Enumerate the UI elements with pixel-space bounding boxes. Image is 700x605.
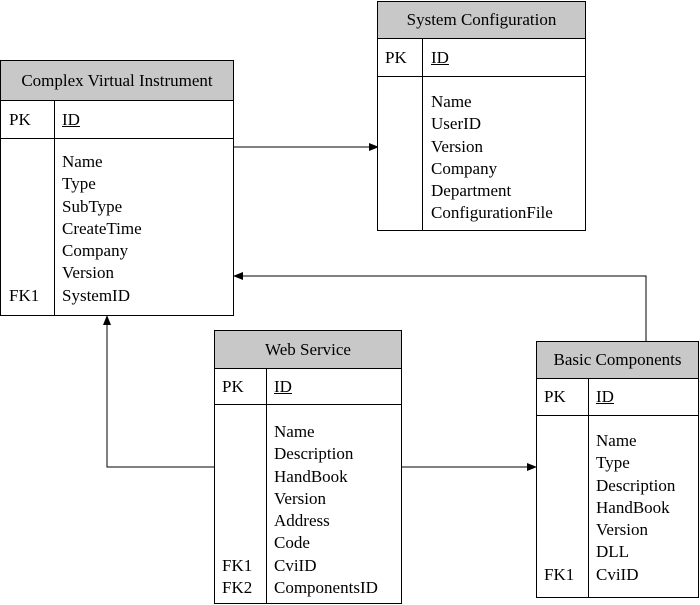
field-subtype: SubType: [62, 196, 123, 216]
entity-web-service: Web Service PK ID FK1 FK2 Name Descripti…: [214, 330, 402, 604]
key-label: [544, 475, 574, 497]
field-column: Name Type SubType CreateTime Company Ver…: [62, 151, 142, 307]
key-label: [544, 519, 574, 541]
field-description: Description: [274, 444, 354, 464]
field-version: Version: [596, 520, 648, 540]
column-divider: [588, 379, 589, 415]
field-configurationfile: ConfigurationFile: [431, 203, 553, 223]
pk-field: ID: [62, 109, 80, 129]
field-type: Type: [62, 174, 96, 194]
field-componentsid: ComponentsID: [274, 578, 378, 598]
field-type: Type: [596, 453, 630, 473]
key-label: [544, 541, 574, 563]
entity-title: Basic Components: [537, 342, 698, 379]
primary-key-row: PK ID: [215, 369, 401, 405]
key-label: FK1: [9, 285, 40, 305]
key-column: FK1: [544, 430, 574, 586]
field-list: FK1 FK2 Name Description HandBook Versio…: [215, 405, 401, 603]
entity-system-configuration: System Configuration PK ID Name UserID V…: [377, 1, 586, 231]
field-createtime: CreateTime: [62, 218, 142, 238]
key-label: [9, 262, 39, 284]
connector-web-service-to-cvi: [103, 315, 214, 468]
pk-label: PK: [222, 376, 244, 396]
key-label: [222, 488, 252, 510]
field-version: Version: [431, 136, 483, 156]
key-label: [544, 452, 574, 474]
connector-basic-components-to-cvi: [233, 272, 647, 341]
pk-field: ID: [596, 387, 614, 406]
field-code: Code: [274, 533, 310, 553]
key-label: [222, 532, 252, 554]
field-list: FK1 Name Type SubType CreateTime Company…: [1, 139, 233, 315]
key-label: [222, 510, 252, 532]
field-handbook: HandBook: [596, 497, 670, 517]
column-divider: [54, 101, 55, 138]
key-label: FK1: [544, 564, 575, 584]
field-column: Name UserID Version Company Department C…: [431, 91, 553, 225]
field-systemid: SystemID: [62, 285, 130, 305]
field-cviid: CviID: [596, 564, 639, 584]
key-label: FK2: [222, 578, 253, 598]
field-name: Name: [596, 431, 637, 450]
field-handbook: HandBook: [274, 466, 348, 486]
key-label: [222, 421, 252, 443]
pk-label: PK: [544, 387, 566, 406]
field-description: Description: [596, 475, 676, 495]
field-column: Name Description HandBook Version Addres…: [274, 421, 378, 599]
entity-title: Complex Virtual Instrument: [1, 61, 233, 101]
column-divider: [266, 405, 267, 603]
key-label: FK1: [222, 555, 253, 575]
key-label: [544, 497, 574, 519]
column-divider: [266, 369, 267, 404]
entity-title: System Configuration: [378, 2, 585, 39]
key-label: [9, 240, 39, 262]
pk-label: PK: [9, 109, 31, 129]
field-department: Department: [431, 181, 512, 201]
pk-label: PK: [385, 47, 407, 67]
field-company: Company: [62, 241, 129, 261]
key-column: FK1 FK2: [222, 421, 252, 599]
field-address: Address: [274, 511, 330, 531]
key-label: [9, 173, 39, 195]
field-cviid: CviID: [274, 555, 317, 575]
entity-basic-components: Basic Components PK ID FK1 Name Type Des…: [536, 341, 699, 598]
key-column: FK1: [9, 151, 39, 307]
field-list: Name UserID Version Company Department C…: [378, 77, 585, 230]
column-divider: [588, 416, 589, 597]
key-label: [9, 151, 39, 173]
field-version: Version: [62, 263, 114, 283]
primary-key-row: PK ID: [378, 39, 585, 77]
field-userid: UserID: [431, 114, 482, 134]
primary-key-row: PK ID: [537, 379, 698, 416]
field-version: Version: [274, 488, 326, 508]
primary-key-row: PK ID: [1, 101, 233, 139]
key-label: [222, 466, 252, 488]
pk-field: ID: [274, 376, 292, 396]
key-label: [544, 430, 574, 452]
entity-title: Web Service: [215, 331, 401, 369]
field-name: Name: [274, 422, 315, 441]
column-divider: [54, 139, 55, 315]
column-divider: [422, 39, 423, 76]
field-dll: DLL: [596, 542, 630, 562]
field-company: Company: [431, 158, 498, 178]
key-label: [9, 218, 39, 240]
key-label: [222, 443, 252, 465]
field-column: Name Type Description HandBook Version D…: [596, 430, 675, 586]
column-divider: [422, 77, 423, 230]
field-name: Name: [62, 152, 103, 171]
pk-field: ID: [431, 47, 449, 67]
key-label: [9, 196, 39, 218]
field-name: Name: [431, 92, 472, 111]
field-list: FK1 Name Type Description HandBook Versi…: [537, 416, 698, 597]
entity-complex-virtual-instrument: Complex Virtual Instrument PK ID FK1 Nam…: [0, 60, 234, 316]
